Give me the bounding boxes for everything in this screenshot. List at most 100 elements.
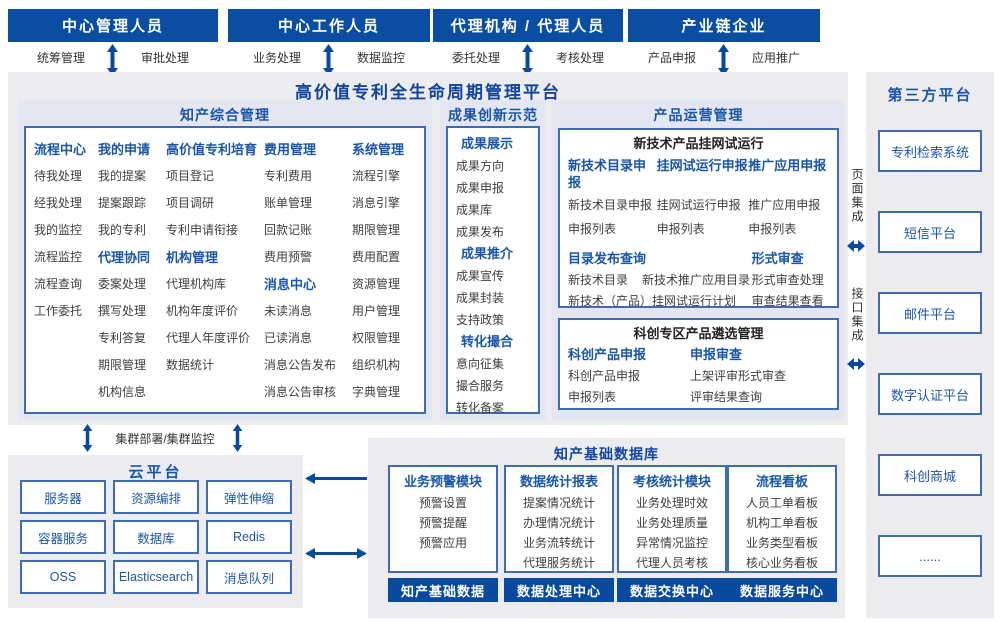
third-party-systems: 专利检索系统短信平台邮件平台数字认证平台科创商城...... [878,130,982,577]
group-title: 科创产品申报 [568,347,647,362]
menu-item: 我的监控 [34,223,83,237]
module-item: 代理服务统计 [522,556,595,570]
module-title: 业务预警模块 [403,474,482,489]
module-item: 人员工单看板 [745,496,818,510]
menu-item: 提案跟踪 [98,196,147,210]
module-box: 流程看板 人员工单看板机构工单看板业务类型看板核心业务看板 [727,465,837,573]
cloud-service: 弹性伸缩 [206,480,292,514]
module-title: 数据统计报表 [519,474,598,489]
formal-review-group: 形式审查 形式审查处理审查结果查看 [752,248,829,312]
menu-item: 申报列表 [656,222,705,236]
group-title: 挂网试运行申报 [656,158,748,173]
cloud-service: Elasticsearch [113,560,199,594]
group-items: 待我处理经我处理我的监控流程监控流程查询工作委托 [34,163,96,325]
group-title: 系统管理 [352,142,405,157]
menu-item: 科创产品申报 [568,369,641,383]
achievements-box: 成果展示 成果方向成果申报成果库成果发布 成果推介 成果宣传成果封装支持政策 转… [446,126,540,415]
cloud-service: 资源编排 [113,480,199,514]
menu-item: 组织机构 [352,358,401,372]
menu-item: 期限管理 [98,358,147,372]
group-items: 未读消息已读消息消息公告发布消息公告审核 [264,298,350,406]
group-items: 挂网试运行申报申报列表 [657,193,749,241]
actor-role-labels: 产品申报 应用推广 [628,49,820,65]
cloud-service: 消息队列 [206,560,292,594]
module-item: 业务处理时效 [635,496,708,510]
group-title: 转化撮合 [461,334,514,349]
menu-item: 新技术目录 [568,273,629,287]
cloud-service: OSS [20,560,106,594]
menu-item: 成果方向 [456,159,505,173]
arrow-left-icon [305,473,367,484]
ip-column: 流程中心 待我处理经我处理我的监控流程监控流程查询工作委托 [34,136,96,404]
group-items: 科创产品申报申报列表 [568,366,690,408]
module-title: 流程看板 [755,474,808,489]
menu-item: 代理机构库 [166,277,227,291]
menu-item: 待我处理 [34,169,83,183]
module-footer: 数据交换中心 [617,578,727,602]
actor-agencies: 代理机构 / 代理人员 [433,9,623,42]
menu-item: 我的专利 [98,223,147,237]
group-items: 形式审查处理审查结果查看 [752,270,829,312]
menu-item: 权限管理 [352,331,401,345]
group-items: 委案处理撰写处理专利答复期限管理机构信息 [98,271,164,406]
kechuang-selection-box: 科创专区产品遴选管理 科创产品申报 科创产品申报申报列表 申报审查 上架评审形式… [558,318,839,410]
role-label: 产品申报 [647,50,696,65]
ip-column: 费用管理 专利费用账单管理回款记账费用预警 消息中心 未读消息已读消息消息公告发… [264,136,350,404]
menu-item: 成果宣传 [456,269,505,283]
module-box: 数据统计报表 提案情况统计办理情况统计业务流转统计代理服务统计 [504,465,614,573]
menu-item: 已读消息 [264,331,313,345]
menu-item: 用户管理 [352,304,401,318]
ip-management-box: 流程中心 待我处理经我处理我的监控流程监控流程查询工作委托 我的申请 我的提案提… [24,126,426,414]
group-title: 流程中心 [34,142,87,157]
platform-title: 高价值专利全生命周期管理平台 [295,83,561,102]
module-item: 核心业务看板 [745,556,818,570]
group-items: 意向征集撮合服务转化备案 [456,353,538,419]
cluster-deploy-label: 集群部署/集群监控 [115,432,215,446]
group-items: 项目登记项目调研专利申请衔接 [166,163,262,244]
menu-item: 撰写处理 [98,304,147,318]
ip-column: 高价值专利培育 项目登记项目调研专利申请衔接 机构管理 代理机构库机构年度评价代… [166,136,262,404]
group-items: 我的提案提案跟踪我的专利 [98,163,164,244]
group-items: 流程引擎消息引擎期限管理费用配置资源管理用户管理权限管理组织机构字典管理 [352,163,416,406]
third-party-system: 专利检索系统 [878,130,982,172]
group-items: 专利费用账单管理回款记账费用预警 [264,163,350,271]
double-arrow-vertical-icon [107,44,118,76]
menu-item: 撮合服务 [456,379,505,393]
data-platform-panel: 知产基础数据库 业务预警模块 预警设置预警提醒预警应用 知产基础数据 数据统计报… [368,438,845,618]
catalog-query-group: 目录发布查询 新技术目录新技术推广应用目录新技术（产品）挂网试运行计划 [568,248,752,312]
double-arrow-vertical-icon [718,44,729,76]
role-label: 审批处理 [141,50,190,65]
api-integration-label: 接口集成 [850,287,864,343]
trial-columns: 新技术目录申报 新技术目录申报申报列表 挂网试运行申报 挂网试运行申报申报列表 … [568,154,829,241]
group-items: 新技术目录申报申报列表 [568,193,657,241]
ops-column: 科创产品申报 科创产品申报申报列表 [568,344,690,408]
section-title: 知产综合管理 [180,107,270,123]
data-module: 业务预警模块 预警设置预警提醒预警应用 知产基础数据 [388,465,498,602]
third-party-system: ...... [878,535,982,577]
role-label: 数据监控 [357,50,406,65]
menu-item: 成果申报 [456,181,505,195]
double-arrow-horizontal-icon [847,240,865,252]
group-items: 新技术目录新技术推广应用目录新技术（产品）挂网试运行计划 [568,270,752,312]
group-items: 上架评审形式审查评审结果查询 [690,366,820,408]
menu-item: 流程监控 [34,250,83,264]
data-platform-title: 知产基础数据库 [554,446,659,462]
trial-operation-box: 新技术产品挂网试运行 新技术目录申报 新技术目录申报申报列表 挂网试运行申报 挂… [558,128,839,308]
menu-item: 消息引擎 [352,196,401,210]
section-title: 产品运营管理 [653,107,744,123]
group-title: 费用管理 [264,142,317,157]
group-title: 目录发布查询 [568,251,647,266]
menu-item: 机构年度评价 [166,304,239,318]
menu-item: 评审结果查询 [690,390,763,404]
module-box: 业务预警模块 预警设置预警提醒预警应用 [388,465,498,573]
menu-item: 意向征集 [456,357,505,371]
cloud-service: 容器服务 [20,520,106,554]
module-footer: 数据处理中心 [504,578,614,602]
data-module: 数据统计报表 提案情况统计办理情况统计业务流转统计代理服务统计 数据处理中心 [504,465,614,602]
group-title: 新技术目录申报 [568,158,647,190]
menu-item: 审查结果查看 [751,294,824,308]
menu-item: 成果发布 [456,225,505,239]
third-party-system: 短信平台 [878,211,982,253]
menu-item: 流程引擎 [352,169,401,183]
double-arrow-vertical-icon [323,44,334,76]
